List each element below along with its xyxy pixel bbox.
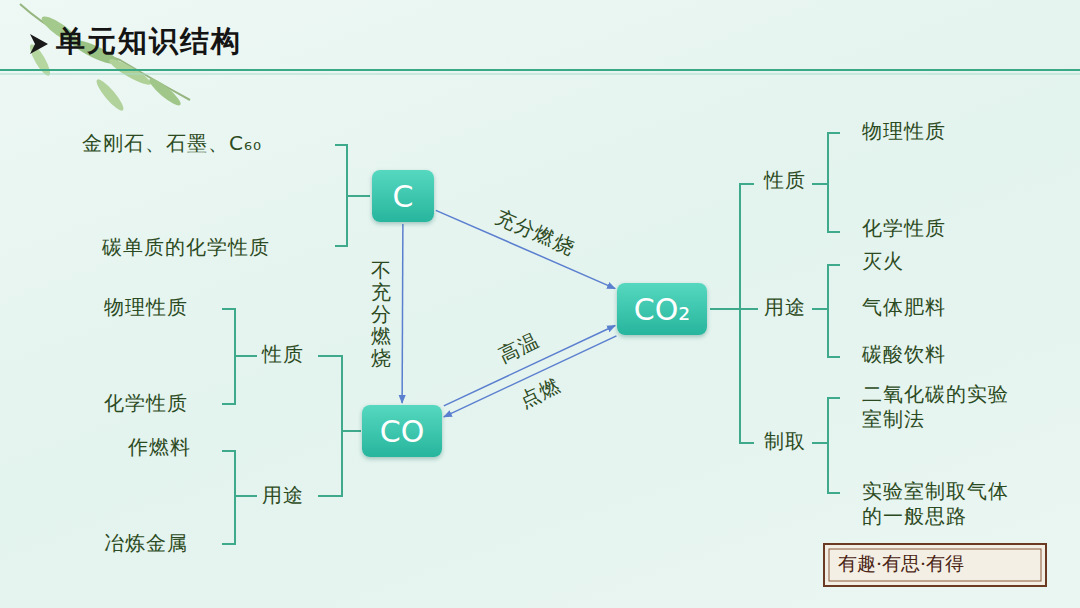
category-label: 性质 bbox=[262, 342, 304, 367]
title-arrow bbox=[30, 34, 48, 54]
substance-box: C bbox=[372, 170, 434, 222]
substance-box: CO₂ bbox=[617, 283, 707, 335]
property-item: 化学性质 bbox=[862, 216, 946, 241]
leaf-decoration bbox=[20, 4, 190, 114]
stamp-text: 有趣·有思·有得 bbox=[838, 552, 964, 576]
reaction-condition: 高温 bbox=[495, 327, 544, 369]
substance-formula: CO₂ bbox=[634, 292, 691, 327]
carbon-allotropes: 金刚石、石墨、C₆₀ bbox=[82, 131, 262, 156]
substance-formula: C bbox=[393, 179, 414, 214]
bracket-lines bbox=[222, 133, 840, 544]
category-label: 用途 bbox=[764, 295, 806, 320]
use-item: 灭火 bbox=[862, 249, 904, 274]
use-item: 气体肥料 bbox=[862, 295, 946, 320]
reaction-condition: 充分燃烧 bbox=[491, 203, 579, 261]
substance-formula: CO bbox=[380, 414, 425, 449]
reaction-arrow bbox=[401, 224, 403, 403]
diagram-title: 单元知识结构 bbox=[56, 22, 242, 62]
use-item: 碳酸饮料 bbox=[862, 342, 946, 367]
header-rule bbox=[0, 69, 1080, 71]
category-label: 制取 bbox=[764, 429, 806, 454]
property-item: 碳单质的化学性质 bbox=[102, 235, 270, 260]
property-item: 物理性质 bbox=[104, 295, 188, 320]
category-label: 性质 bbox=[764, 168, 806, 193]
stamp-frame bbox=[824, 544, 1046, 586]
use-item: 作燃料 bbox=[128, 435, 191, 460]
category-label: 用途 bbox=[262, 483, 304, 508]
bracket bbox=[335, 145, 370, 246]
property-item: 化学性质 bbox=[104, 391, 188, 416]
use-item: 冶炼金属 bbox=[104, 531, 188, 556]
substance-box: CO bbox=[362, 405, 442, 457]
bracket bbox=[710, 184, 758, 443]
preparation-item: 二氧化碳的实验室制法 bbox=[862, 382, 1018, 432]
bracket bbox=[222, 309, 257, 404]
reaction-condition: 点燃 bbox=[516, 372, 565, 414]
header-rule-light bbox=[0, 74, 1080, 75]
bracket bbox=[222, 451, 257, 544]
preparation-item: 实验室制取气体的一般思路 bbox=[862, 479, 1018, 529]
bracket bbox=[812, 133, 840, 232]
property-item: 物理性质 bbox=[862, 119, 946, 144]
bracket bbox=[318, 356, 361, 496]
bracket bbox=[812, 398, 840, 493]
bracket bbox=[812, 265, 840, 357]
reaction-condition: 不充分燃烧 bbox=[371, 259, 391, 369]
